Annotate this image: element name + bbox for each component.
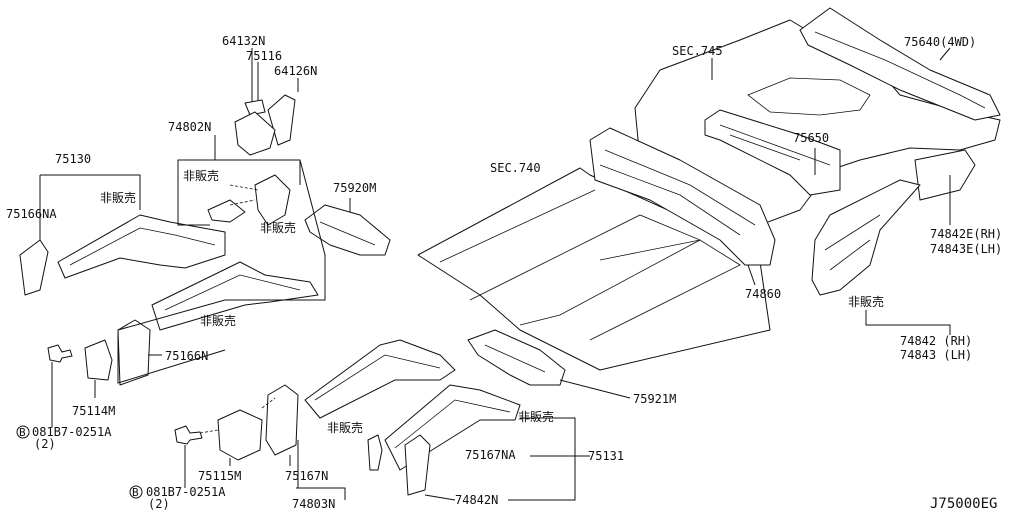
label-74842: 74842 (RH) [900,334,972,348]
bolt-mark-left-letter: B [19,426,26,439]
label-75166N: 75166N [165,349,208,363]
label-bolt-qty-lower: (2) [148,497,170,511]
rail-74803N [304,339,456,419]
label-75920M: 75920M [333,181,376,195]
bracket-75166N [117,319,151,386]
label-bolt-code-lower: 081B7-0251A [146,485,226,499]
side-sill-75130 [57,214,226,279]
label-75166NA: 75166NA [6,207,57,221]
label-64126N: 64126N [274,64,317,78]
bolt-mark-lower [129,485,143,499]
bracket-75166NA [19,239,49,296]
label-74843E: 74843E(LH) [930,242,1002,256]
rear-floor-panel-inner [747,77,871,116]
label-nonsale-5: 非販売 [327,420,363,435]
side-member-74842 [811,179,921,296]
label-nonsale-6: 非販売 [518,409,554,424]
bracket-75115M [217,409,263,461]
floor-cross-member-74860-detail [599,149,756,236]
label-74842E: 74842E(RH) [930,227,1002,241]
label-bolt-code-left: 081B7-0251A [32,425,112,439]
label-74860: 74860 [745,287,781,301]
rail-74803N-detail [314,354,441,401]
label-75650: 75650 [793,131,829,145]
bracket-74842N-small [367,434,383,471]
label-75114M: 75114M [72,404,115,418]
bracket-75167NA [404,434,431,496]
label-bolt-qty-left: (2) [34,437,56,451]
cross-member-75650-detail [719,124,831,166]
label-nonsale-4: 非販売 [200,313,236,328]
label-74842N: 74842N [455,493,498,507]
label-74803N: 74803N [292,497,335,511]
rail-74802N-lower [151,261,319,331]
label-nonsale-2: 非販売 [100,190,136,205]
rail-74802N-lower-detail [164,274,301,311]
side-member-74842-detail [824,214,881,271]
bracket-75920M-detail [319,221,376,246]
label-nonsale-3: 非販売 [260,220,296,235]
label-75167NA: 75167NA [465,448,516,462]
cross-member-75650 [704,109,841,196]
bolt-mark-left [16,425,30,439]
front-floor-panel-ribs [439,189,741,341]
figure-id: J75000EG [930,496,997,512]
label-75116: 75116 [246,49,282,63]
leader-lines [39,47,951,501]
bracket-75116 [244,99,266,116]
label-sec740: SEC.740 [490,161,541,175]
label-sec745: SEC.745 [672,44,723,58]
bolt-left [47,344,73,363]
label-75921M: 75921M [633,392,676,406]
label-75115M: 75115M [198,469,241,483]
bracket-75920M [304,204,391,256]
bracket-75167N [265,384,299,456]
bracket-75921M [467,329,566,386]
label-nonsale-7: 非販売 [848,294,884,309]
side-member-74842E [914,149,976,201]
bracket-75114M [84,339,113,381]
side-sill-75130-detail [69,227,216,266]
bolt-lower [174,425,203,445]
label-nonsale-1: 非販売 [183,168,219,183]
label-75131: 75131 [588,449,624,463]
side-rail-75131-detail [394,399,511,449]
bracket-74802N-small [207,199,246,223]
label-75640: 75640(4WD) [904,35,976,49]
bracket-75921M-detail [484,344,546,373]
label-75167N: 75167N [285,469,328,483]
label-74802N-top: 74802N [168,120,211,134]
rear-member-75640-detail [814,31,986,109]
bolt-mark-lower-letter: B [132,486,139,499]
label-64132N: 64132N [222,34,265,48]
label-74843: 74843 (LH) [900,348,972,362]
bracket-64132N [234,111,276,156]
label-75130: 75130 [55,152,91,166]
rear-member-75640 [799,7,1001,121]
bracket-74802N [254,174,291,226]
